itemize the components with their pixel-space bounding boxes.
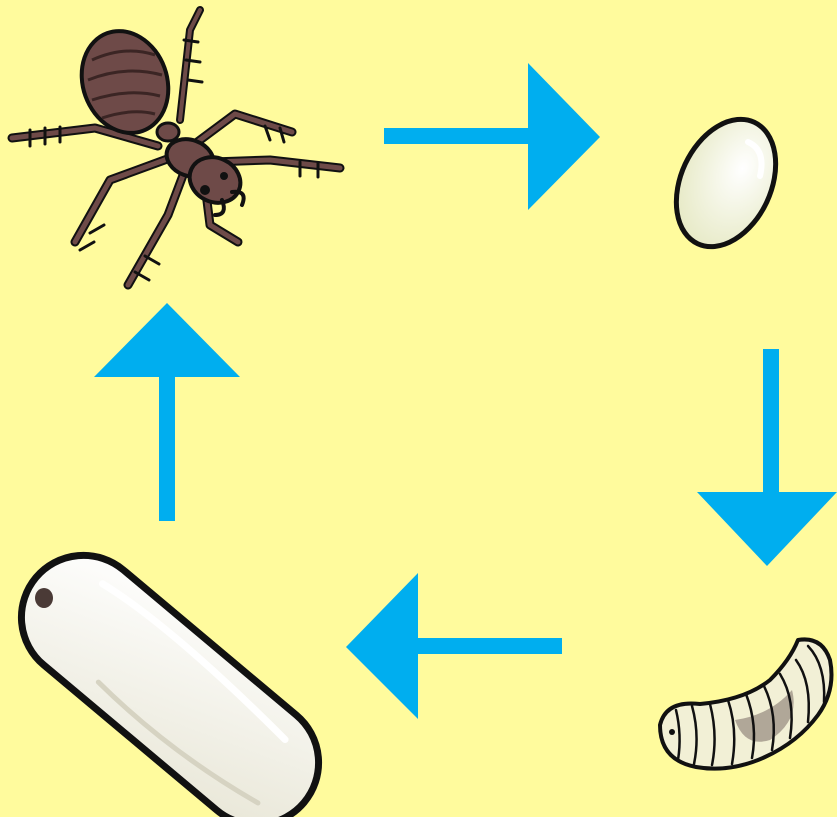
life-cycle-canvas <box>0 0 837 817</box>
ant-life-cycle-diagram <box>0 0 837 817</box>
